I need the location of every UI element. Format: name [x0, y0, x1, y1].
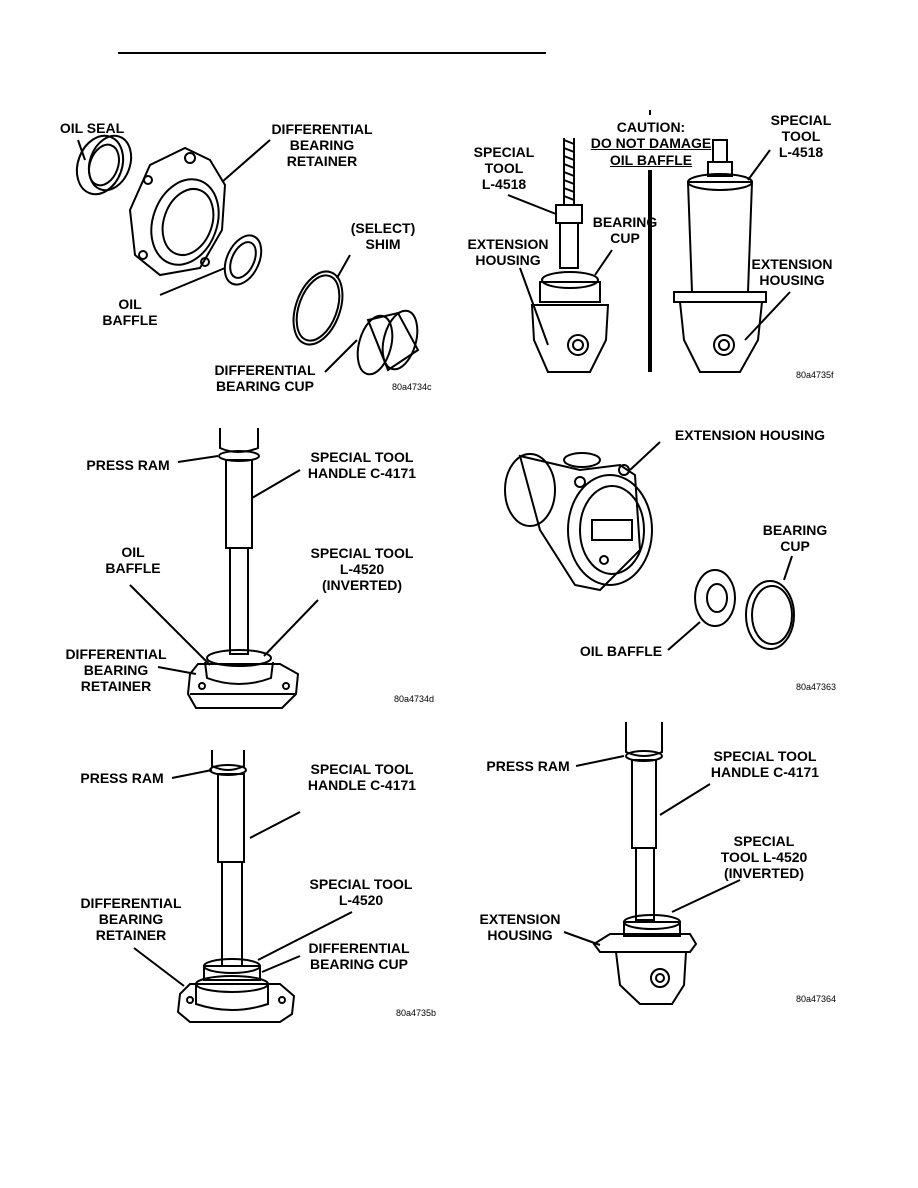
- label-extension-housing-left: EXTENSION HOUSING: [467, 236, 549, 268]
- label-press-ram: PRESS RAM: [486, 758, 570, 774]
- label-extension-housing: EXTENSION HOUSING: [479, 911, 561, 943]
- figure-code: 80a47364: [796, 994, 837, 1004]
- label-differential-bearing-retainer: DIFFERENTIAL BEARING RETAINER: [65, 646, 167, 694]
- label-caution-line2: OIL BAFFLE: [609, 152, 693, 168]
- figure-code: 80a4735f: [796, 370, 834, 380]
- label-differential-bearing-retainer: DIFFERENTIAL BEARING RETAINER: [271, 121, 373, 169]
- label-special-tool-l4520: SPECIAL TOOL L-4520 (INVERTED): [310, 545, 414, 593]
- label-bearing-cup: BEARING CUP: [592, 214, 658, 246]
- header-rule: [118, 52, 546, 54]
- label-special-tool-l4518-left: SPECIAL TOOL L-4518: [473, 144, 535, 192]
- label-oil-baffle: OIL BAFFLE: [102, 296, 158, 328]
- label-oil-seal: OIL SEAL: [59, 120, 125, 136]
- label-press-ram: PRESS RAM: [86, 457, 170, 473]
- figure-code: 80a47363: [796, 682, 837, 692]
- label-extension-housing: EXTENSION HOUSING: [674, 427, 826, 443]
- label-bearing-cup: BEARING CUP: [762, 522, 828, 554]
- label-special-tool-handle: SPECIAL TOOL HANDLE C-4171: [307, 761, 417, 793]
- label-differential-bearing-retainer: DIFFERENTIAL BEARING RETAINER: [80, 895, 182, 943]
- label-caution-title: CAUTION:: [616, 119, 686, 135]
- figure-code: 80a4735b: [396, 1008, 437, 1018]
- label-special-tool-handle: SPECIAL TOOL HANDLE C-4171: [710, 748, 820, 780]
- label-oil-baffle: OIL BAFFLE: [105, 544, 161, 576]
- figure-code: 80a4734d: [394, 694, 435, 704]
- label-select-shim: (SELECT) SHIM: [350, 220, 416, 252]
- label-caution-line1: DO NOT DAMAGE: [590, 135, 712, 151]
- label-differential-bearing-cup: DIFFERENTIAL BEARING CUP: [308, 940, 410, 972]
- label-extension-housing-right: EXTENSION HOUSING: [751, 256, 833, 288]
- label-differential-bearing-cup: DIFFERENTIAL BEARING CUP: [214, 362, 316, 394]
- label-special-tool-handle: SPECIAL TOOL HANDLE C-4171: [307, 449, 417, 481]
- label-oil-baffle: OIL BAFFLE: [579, 643, 663, 659]
- label-special-tool-l4518-right: SPECIAL TOOL L-4518: [770, 112, 832, 160]
- label-press-ram: PRESS RAM: [80, 770, 164, 786]
- label-special-tool-l4520: SPECIAL TOOL L-4520: [309, 876, 413, 908]
- label-special-tool-l4520: SPECIAL TOOL L-4520 (INVERTED): [720, 833, 808, 881]
- figure-code: 80a4734c: [392, 382, 432, 392]
